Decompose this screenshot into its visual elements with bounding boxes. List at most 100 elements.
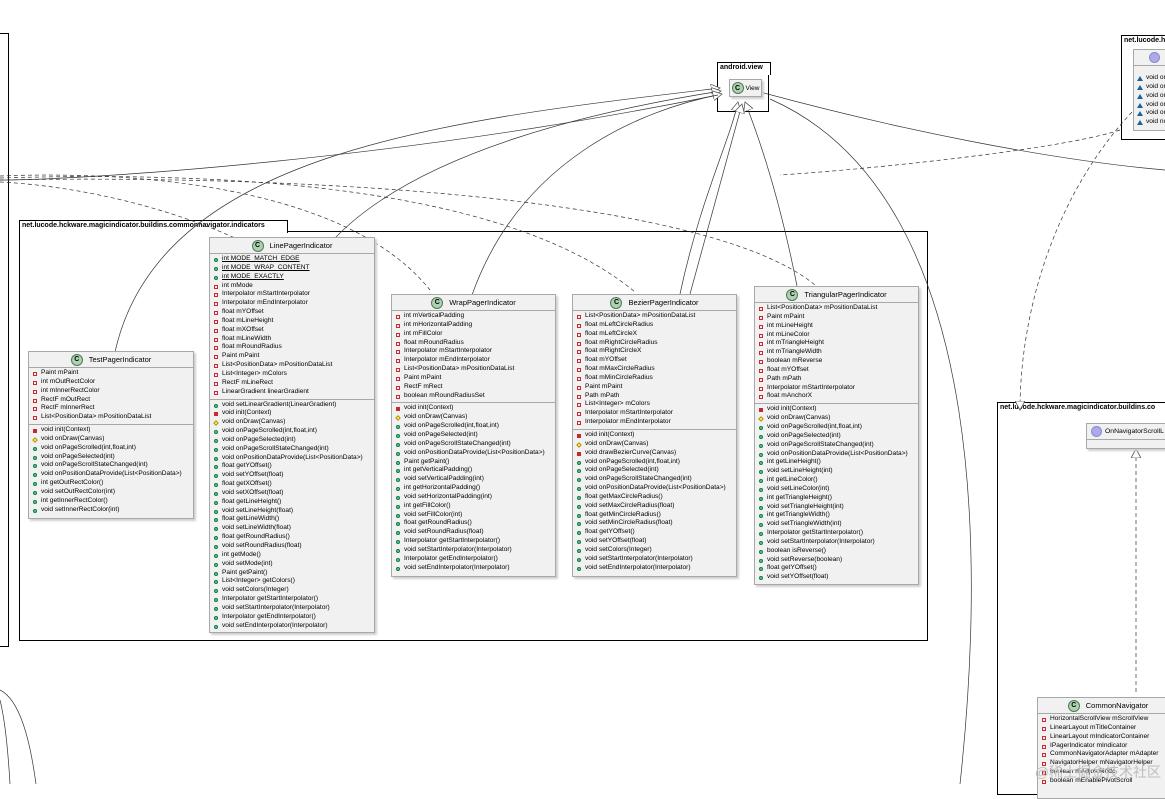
class-method: void onPageSelected(int) [755, 432, 918, 441]
class-method: void setLineColor(int) [755, 485, 918, 494]
class-field: float mYOffset [210, 308, 374, 317]
class-methods: void setLinearGradient(LinearGradient) vo… [210, 400, 374, 633]
interface-methods: void onvoid onvoid onvoid onvoid onvoid … [1134, 66, 1165, 127]
class-method: float getYOffset() [573, 528, 736, 537]
interface-icon [1091, 426, 1102, 437]
class-field: RectF mRect [392, 383, 555, 392]
class-field: int MODE_MATCH_EDGE [210, 255, 374, 264]
class-method: float getYOffset() [210, 462, 374, 471]
class-method: void setLineWidth(float) [210, 524, 374, 533]
class-method: void setYOffset(float) [755, 573, 918, 582]
class-method: void setLinearGradient(LinearGradient) [210, 401, 374, 410]
class-method: void setYOffset(float) [573, 537, 736, 546]
interface-icon [1148, 52, 1160, 63]
class-method: void init(Context) [755, 405, 918, 414]
class-method: void setReverse(boolean) [755, 556, 918, 565]
class-methods: void init(Context)void onDraw(Canvas)voi… [29, 425, 193, 516]
class-name: BezierPagerIndicator [628, 298, 699, 307]
class-field: float mLineWidth [210, 335, 374, 344]
class-method: void onPageScrolled(int,float,int) [29, 444, 193, 453]
class-field: Paint mPaint [29, 369, 193, 378]
class-field: int mFillColor [392, 330, 555, 339]
class-method: void onPositionDataProvide(List<Position… [29, 470, 193, 479]
class-field: Paint mPaint [210, 352, 374, 361]
class-method: int getTriangleWidth() [755, 511, 918, 520]
class-field: float mRoundRadius [392, 339, 555, 348]
class-field: Interpolator mStartInterpolator [392, 347, 555, 356]
class-method: int getHorizontalPadding() [392, 484, 555, 493]
class-method: void setTriangleHeight(int) [755, 503, 918, 512]
class-field: float mLeftCircleRadius [573, 321, 736, 330]
class-method: void setRoundRadius(float) [210, 542, 374, 551]
class-method: void onDraw(Canvas) [392, 413, 555, 422]
class-method: void setColors(Integer) [210, 586, 374, 595]
class-method: void onPositionDataProvide(List<Position… [210, 454, 374, 463]
package-tab: net.lucode.hckware.magicindicator.buildi… [19, 220, 288, 233]
class-field: float mRoundRadius [210, 343, 374, 352]
class-name: CommonNavigator [1085, 701, 1149, 710]
class-field: List<PositionData> mPositionDataList [755, 304, 918, 313]
view-to-left [0, 94, 719, 181]
class-field: int mHorizontalPadding [392, 321, 555, 330]
class-field: Interpolator mStartInterpolator [210, 290, 374, 299]
class-field: Interpolator mStartInterpolator [755, 384, 918, 393]
class-method: void setInnerRectColor(int) [29, 506, 193, 515]
class-field: int MODE_WRAP_CONTENT [210, 264, 374, 273]
interface-method: void on [1134, 83, 1165, 92]
class-method: int getLineColor() [755, 476, 918, 485]
left-edge-box [0, 33, 9, 647]
package-tab: android.view [717, 62, 771, 75]
class-method: void setLineHeight(float) [210, 507, 374, 516]
class-method: void onPageSelected(int) [392, 431, 555, 440]
class-method: float getYOffset() [755, 564, 918, 573]
impl-top-right [1020, 111, 1133, 410]
class-method: int getVerticalPadding() [392, 466, 555, 475]
class-methods: void init(Context)void onDraw(Canvas)voi… [573, 430, 736, 575]
class-method: void onPageScrolled(int,float,int) [210, 427, 374, 436]
class-field: RectF mOutRect [29, 396, 193, 405]
class-field: int mLineHeight [755, 322, 918, 331]
class-method: int getTriangleHeight() [755, 494, 918, 503]
class-field: float mLineHeight [210, 317, 374, 326]
class-method: float getLineWidth() [210, 515, 374, 524]
class-method: void onPageScrollStateChanged(int) [573, 475, 736, 484]
class-field: List<PositionData> mPositionDataList [573, 312, 736, 321]
class-icon: C [251, 239, 264, 252]
class-icon: C [610, 296, 623, 309]
class-method: void onPageScrollStateChanged(int) [755, 441, 918, 450]
class-field: Path mPath [573, 392, 736, 401]
class-method: void onDraw(Canvas) [210, 418, 374, 427]
class-method: void onDraw(Canvas) [29, 435, 193, 444]
class-method: void drawBezierCurve(Canvas) [573, 449, 736, 458]
class-method: void init(Context) [29, 426, 193, 435]
class-field: float mMaxCircleRadius [573, 365, 736, 374]
class-field: List<Integer> mColors [210, 370, 374, 379]
class-method: void setOutRectColor(int) [29, 488, 193, 497]
class-method: void onPageScrollStateChanged(int) [29, 461, 193, 470]
view-to-right [759, 91, 1165, 171]
class-field: int mTriangleWidth [755, 348, 918, 357]
class-name: View [745, 84, 760, 92]
class-method: void onDraw(Canvas) [755, 414, 918, 423]
class-field: float mRightCircleX [573, 347, 736, 356]
class-field: float mYOffset [573, 356, 736, 365]
class-methods: void init(Context)void onDraw(Canvas)voi… [392, 403, 555, 574]
bottom-left-curve-2 [0, 699, 11, 784]
class-field: Interpolator mEndInterpolator [210, 299, 374, 308]
watermark: @稀土掘金技术社区 [1034, 764, 1161, 780]
class-method: void setLineHeight(int) [755, 467, 918, 476]
class-icon: C [70, 353, 83, 366]
class-method: void setStartInterpolator(Interpolator) [755, 538, 918, 547]
class-field: List<PositionData> mPositionDataList [392, 365, 555, 374]
class-field: LinearGradient linearGradient [210, 388, 374, 397]
class-method: float getLineHeight() [210, 498, 374, 507]
class-field: int mLineColor [755, 331, 918, 340]
class-field: HorizontalScrollView mScrollView [1038, 715, 1165, 724]
class-field: Interpolator mStartInterpolator [573, 409, 736, 418]
class-field: List<PositionData> mPositionDataList [210, 361, 374, 370]
